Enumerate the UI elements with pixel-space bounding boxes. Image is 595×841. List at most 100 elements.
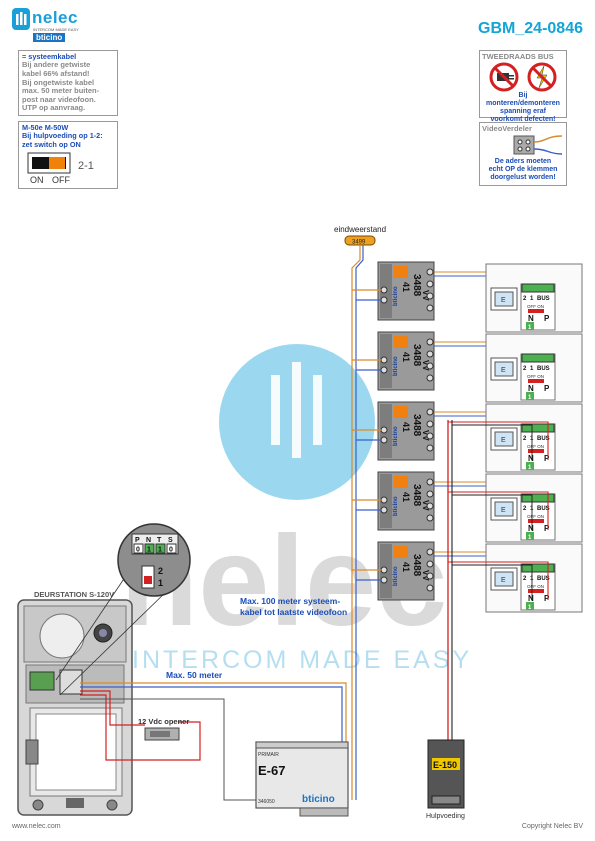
zoom-term-value: 0: [136, 547, 140, 554]
monitor-switch: [528, 379, 544, 383]
bus-terminal-2: 2: [523, 576, 527, 582]
dip-off-label: OFF: [52, 175, 70, 185]
monitor-badge-text: 1: [528, 325, 532, 331]
power-switch-line: Bij hulpvoeding op 1-2:: [22, 131, 103, 141]
zoom-term-label: T: [157, 537, 162, 544]
logo: [12, 8, 30, 30]
monitor-n-label: N: [528, 594, 534, 603]
system-cable-title: = systeemkabel: [22, 52, 77, 61]
bus-warning-note: TWEEDRAADS BUS Bij monteren/demonteren s…: [479, 50, 567, 123]
screw-terminal-icon: [426, 338, 434, 346]
video-splitter-line: De aders moeten: [494, 157, 552, 165]
screw-terminal-icon: [426, 268, 434, 276]
screw-terminal-icon: [380, 426, 388, 434]
video-splitter-line: echt OP de klemmen: [488, 165, 558, 173]
monitor-p-label: P: [544, 384, 550, 393]
screw-terminal-icon: [426, 304, 434, 312]
end-resistor-label: eindweerstand: [334, 225, 386, 234]
logo-mark-icon: [16, 12, 27, 25]
zoom-t1: 1: [158, 578, 163, 588]
splitter-brand-plate: [394, 336, 408, 348]
screw-terminal-icon: [426, 362, 434, 370]
zoom-term-value: 1: [158, 547, 162, 554]
document-code: GBM_24-0846: [478, 20, 583, 37]
bus-terminal-1: 1: [530, 296, 534, 302]
screw-terminal-icon: [426, 478, 434, 486]
dip-switch-diagram: ON OFF 2-1: [27, 152, 94, 185]
monitor-badge-text: 1: [528, 605, 532, 611]
side-connector: [25, 739, 39, 765]
monitor-switch-label: OFF ON: [527, 444, 544, 449]
screw-terminal-icon: [426, 444, 434, 452]
zoom-term-label: N: [146, 537, 151, 544]
monitor-p-label: P: [544, 454, 550, 463]
monitor-switch: [528, 309, 544, 313]
bus-label: BUS: [537, 506, 550, 512]
splitter-brand: bticino: [393, 496, 399, 516]
screw-terminal-icon: [380, 366, 388, 374]
psu-aux: E-150 Hulpvoeding: [426, 739, 465, 820]
splitter-code-3: VV: [421, 430, 430, 441]
screw-terminal-icon: [426, 280, 434, 288]
splitter-code-1: 3488: [411, 414, 422, 437]
screw-terminal-icon: [426, 502, 434, 510]
monitor-p-label: P: [544, 594, 550, 603]
video-splitter-line: doorgelust worden!: [490, 173, 556, 181]
zoom-t2: 2: [158, 566, 163, 576]
splitter-code-2: 41: [401, 352, 411, 362]
video-splitter-title: VideoVerdeler: [482, 124, 532, 133]
speaker-icon: [39, 613, 85, 659]
psu-aux-model: E-150: [433, 760, 457, 770]
zoom-term-value: 0: [169, 547, 173, 554]
bus-label: BUS: [537, 576, 550, 582]
monitor-switch-label: OFF ON: [527, 304, 544, 309]
screw-icon: [106, 799, 118, 811]
monitor-badge: [526, 392, 534, 400]
system-cable-line: kabel 66% afstand!: [22, 69, 90, 78]
monitor-screen-label: E: [501, 297, 506, 304]
psu-aux-label-plate: [432, 758, 460, 770]
footer-website[interactable]: www.nelec.com: [12, 823, 61, 830]
screw-terminal-icon: [426, 374, 434, 382]
zoom-term-box: [166, 543, 177, 554]
screw-terminal-icon: [380, 496, 388, 504]
monitor-screen-label: E: [501, 577, 506, 584]
end-resistor-code: 3499: [352, 240, 366, 246]
monitor-screen-label: E: [501, 437, 506, 444]
bus-label: BUS: [537, 436, 550, 442]
screw-terminal-icon: [380, 436, 388, 444]
monitor-p-label: P: [544, 314, 550, 323]
bus-terminal-block: [521, 493, 555, 503]
monitor-switch: [528, 589, 544, 593]
monitor-badge: [526, 462, 534, 470]
splitter-brand: bticino: [393, 566, 399, 586]
screw-terminal-icon: [426, 572, 434, 580]
screw-terminal-icon: [426, 408, 434, 416]
system-cable-line: max. 50 meter buiten-: [22, 86, 100, 96]
monitor-screen-label: E: [501, 507, 506, 514]
monitor-n-label: N: [528, 524, 534, 533]
screw-terminal-icon: [380, 576, 388, 584]
splitter-code-3: VV: [421, 290, 430, 301]
bus-label: BUS: [537, 296, 550, 302]
zoom-term-box: [155, 543, 166, 554]
splitter-code-1: 3488: [411, 554, 422, 577]
watermark-tagline: INTERCOM MADE EASY: [132, 646, 472, 674]
bus-warning-title: TWEEDRAADS BUS: [482, 52, 554, 61]
dip-switch-label: 2-1: [78, 160, 94, 172]
psu-aux-terminals: [431, 795, 461, 805]
splitter-code-3: VV: [421, 500, 430, 511]
footer-copyright: Copyright Nelec BV: [521, 823, 583, 830]
bus-warning-line: spanning eraf: [500, 107, 546, 115]
splitter-code-1: 3488: [411, 274, 422, 297]
system-cable-line: post naar videofoon.: [22, 94, 96, 104]
monitor-n-label: N: [528, 384, 534, 393]
splitter-brand-plate: [394, 266, 408, 278]
bus-terminal-1: 1: [530, 366, 534, 372]
psu-main-terminals: [299, 807, 349, 817]
